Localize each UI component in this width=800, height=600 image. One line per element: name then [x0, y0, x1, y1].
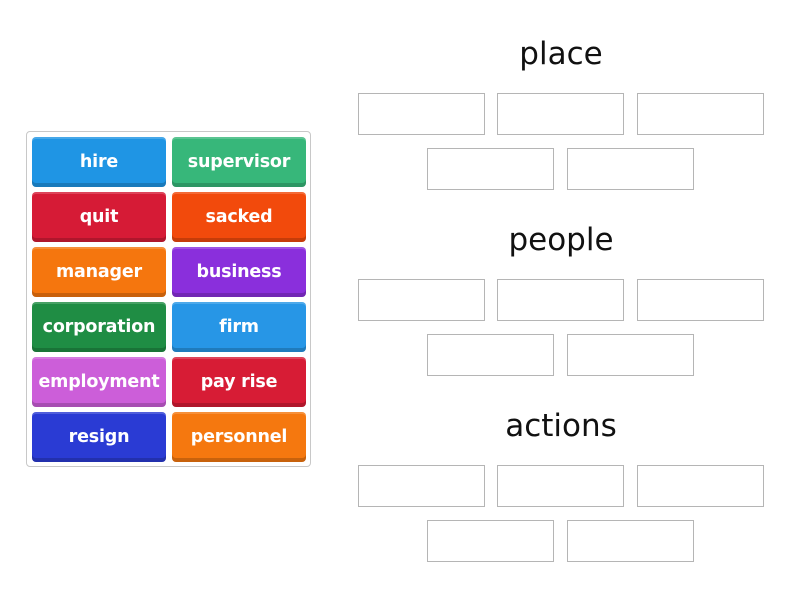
word-tile-quit[interactable]: quit	[32, 192, 166, 242]
word-tile-corporation[interactable]: corporation	[32, 302, 166, 352]
drop-slot-actions-2[interactable]	[497, 465, 624, 507]
word-tile-pay-rise[interactable]: pay rise	[172, 357, 306, 407]
drop-slot-people-2[interactable]	[497, 279, 624, 321]
drop-slot-place-2[interactable]	[497, 93, 624, 135]
word-tile-firm[interactable]: firm	[172, 302, 306, 352]
drop-slot-place-4[interactable]	[427, 148, 554, 190]
drop-slot-actions-3[interactable]	[637, 465, 764, 507]
word-tile-supervisor[interactable]: supervisor	[172, 137, 306, 187]
drop-slot-place-3[interactable]	[637, 93, 764, 135]
drop-slot-people-3[interactable]	[637, 279, 764, 321]
word-tile-manager[interactable]: manager	[32, 247, 166, 297]
word-tile-resign[interactable]: resign	[32, 412, 166, 462]
group-title-people: people	[508, 222, 614, 258]
drop-slot-place-5[interactable]	[567, 148, 694, 190]
word-tile-employment[interactable]: employment	[32, 357, 166, 407]
word-tray	[26, 131, 311, 467]
drop-slot-actions-1[interactable]	[358, 465, 485, 507]
drop-slot-people-5[interactable]	[567, 334, 694, 376]
group-title-actions: actions	[505, 408, 617, 444]
word-tile-personnel[interactable]: personnel	[172, 412, 306, 462]
drop-slot-actions-4[interactable]	[427, 520, 554, 562]
drop-slot-people-1[interactable]	[358, 279, 485, 321]
word-tile-hire[interactable]: hire	[32, 137, 166, 187]
word-tile-sacked[interactable]: sacked	[172, 192, 306, 242]
drop-slot-people-4[interactable]	[427, 334, 554, 376]
group-title-place: place	[519, 36, 603, 72]
drop-slot-place-1[interactable]	[358, 93, 485, 135]
drop-slot-actions-5[interactable]	[567, 520, 694, 562]
word-tile-business[interactable]: business	[172, 247, 306, 297]
